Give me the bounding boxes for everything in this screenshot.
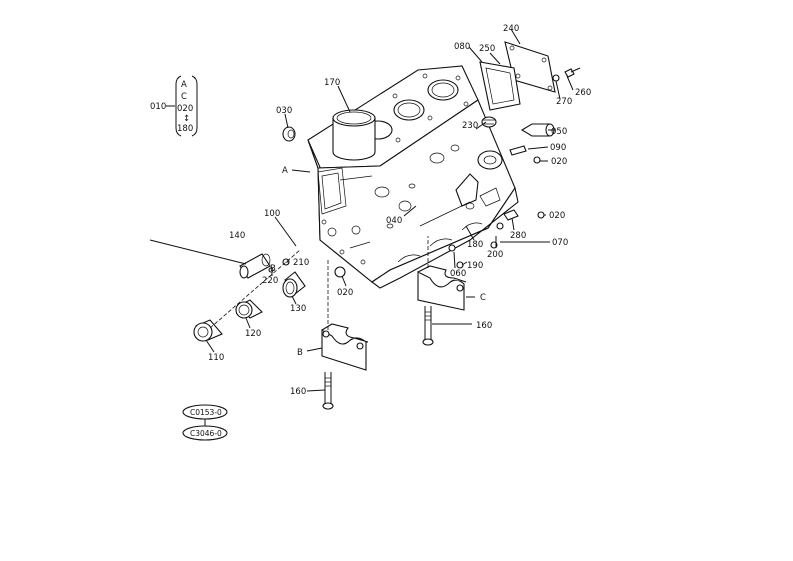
callout-140: 140 <box>229 231 245 241</box>
callout-170: 170 <box>324 78 340 88</box>
callout-b: B <box>297 348 303 358</box>
ref-code-2: C3046-0 <box>190 429 222 438</box>
callout-090: 090 <box>550 143 566 153</box>
screws-260-270 <box>552 67 581 82</box>
ref-code-1: C0153-0 <box>190 408 222 417</box>
callout-060: 060 <box>450 269 466 279</box>
callout-180: 180 <box>467 240 483 250</box>
callout-270: 270 <box>556 97 572 107</box>
callout-030: 030 <box>276 106 292 116</box>
bushing-110 <box>193 319 223 342</box>
callout-210: 210 <box>293 258 309 268</box>
cylinder-liner <box>332 109 376 161</box>
callout-190: 190 <box>467 261 483 271</box>
callout-200: 200 <box>487 250 503 260</box>
bolt-160-upper <box>422 306 434 346</box>
callout-c: C <box>480 293 486 303</box>
callout-280: 280 <box>510 231 526 241</box>
bearing-cap-b <box>321 323 369 371</box>
bracket-code: 010 <box>150 102 166 112</box>
bearing-cap-c <box>417 265 467 311</box>
plug-030 <box>282 126 296 142</box>
callout-040: 040 <box>386 216 402 226</box>
callout-220: 220 <box>262 276 278 286</box>
bracket-separator: ↕ <box>183 114 190 124</box>
callout-130: 130 <box>290 304 306 314</box>
bolt-160-lower <box>322 372 334 410</box>
leader-lines <box>149 28 574 392</box>
bushing-120 <box>235 299 263 319</box>
bracket-group-010: 010 A C 020 180 ↕ <box>150 75 198 137</box>
callout-a: A <box>282 166 288 176</box>
callout-labels: 240 080 250 260 270 170 030 230 050 090 … <box>208 24 591 397</box>
callout-240: 240 <box>503 24 519 34</box>
callout-120: 120 <box>245 329 261 339</box>
side-cover-gasket <box>479 61 521 111</box>
bracket-item-020: 020 <box>177 104 193 114</box>
callout-080: 080 <box>454 42 470 52</box>
reference-codes: C0153-0 C3046-0 <box>182 404 228 441</box>
bushing-130 <box>282 271 306 298</box>
bracket-item-c: C <box>181 92 187 102</box>
callout-100: 100 <box>264 209 280 219</box>
callout-020-lower: 020 <box>337 288 353 298</box>
callout-160-lower: 160 <box>290 387 306 397</box>
callout-020-right-top: 020 <box>551 157 567 167</box>
callout-110: 110 <box>208 353 224 363</box>
callout-230: 230 <box>462 121 478 131</box>
callout-250: 250 <box>479 44 495 54</box>
assembly-axes <box>209 236 429 330</box>
callout-160-upper: 160 <box>476 321 492 331</box>
bracket-item-a: A <box>181 80 187 90</box>
callout-070: 070 <box>552 238 568 248</box>
sleeve-140 <box>239 253 271 279</box>
callout-b-small: B <box>270 264 276 274</box>
bracket-item-180: 180 <box>177 124 193 134</box>
callout-260: 260 <box>575 88 591 98</box>
callout-050: 050 <box>551 127 567 137</box>
callout-020-right-mid: 020 <box>549 211 565 221</box>
